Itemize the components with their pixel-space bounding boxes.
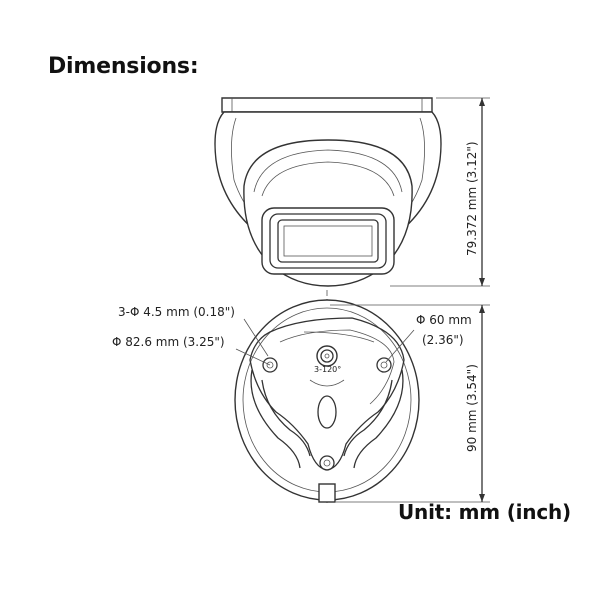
camera-bottom-view: 3-120° xyxy=(234,290,420,506)
angle-label: 3-120° xyxy=(314,365,341,374)
camera-side-view xyxy=(214,97,442,287)
unit-note: Unit: mm (inch) xyxy=(398,500,571,524)
hole-spacing-callout: Φ 60 mm (2.36") xyxy=(385,313,472,363)
hole-spacing-label-inch: (2.36") xyxy=(422,333,464,347)
bolt-circle-label: Φ 82.6 mm (3.25") xyxy=(112,335,225,349)
side-height-dimension: 79.372 mm (3.12") xyxy=(390,97,490,287)
bottom-height-label: 90 mm (3.54") xyxy=(465,364,479,452)
bottom-height-dimension: 90 mm (3.54") xyxy=(330,304,490,503)
holes-callout: 3-Φ 4.5 mm (0.18") xyxy=(118,305,269,357)
side-height-label: 79.372 mm (3.12") xyxy=(465,141,479,256)
page-title: Dimensions: xyxy=(48,54,199,79)
hole-spacing-label: Φ 60 mm xyxy=(416,313,472,327)
bolt-circle-callout: Φ 82.6 mm (3.25") xyxy=(112,335,271,366)
holes-label: 3-Φ 4.5 mm (0.18") xyxy=(118,305,235,319)
